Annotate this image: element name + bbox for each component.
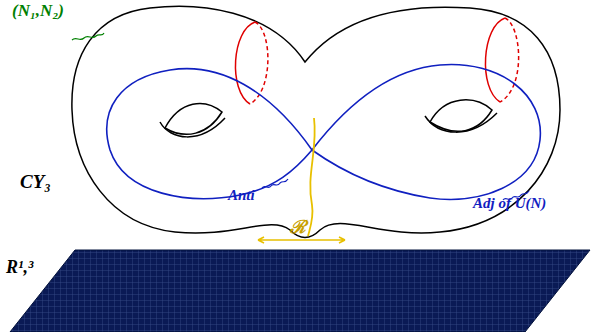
spacetime-plane	[10, 250, 590, 332]
hole-rim	[425, 113, 497, 132]
cycle-hidden	[250, 22, 268, 104]
calabi-yau-label: CY₃	[20, 172, 51, 191]
hole	[165, 104, 222, 135]
cycle	[485, 18, 505, 102]
representation-label: Anti	[228, 188, 255, 203]
cycle	[235, 22, 255, 104]
leader-squiggle	[72, 33, 104, 40]
leader-squiggle	[262, 179, 288, 188]
calabi-yau-outline	[72, 6, 560, 237]
representation-label: Adj of U(N)	[473, 196, 546, 211]
hole-rim	[160, 118, 225, 137]
spacetime-label: R¹,³	[6, 258, 33, 276]
yellow-bracket	[258, 237, 345, 243]
yellow-label: ℛ	[290, 218, 306, 236]
hole	[430, 100, 492, 131]
brane-charge-label: (N₁,N₂)	[12, 2, 64, 19]
figure-eight-curve	[107, 65, 541, 200]
yellow-cycle	[308, 118, 315, 236]
cycle-hidden	[500, 18, 519, 102]
